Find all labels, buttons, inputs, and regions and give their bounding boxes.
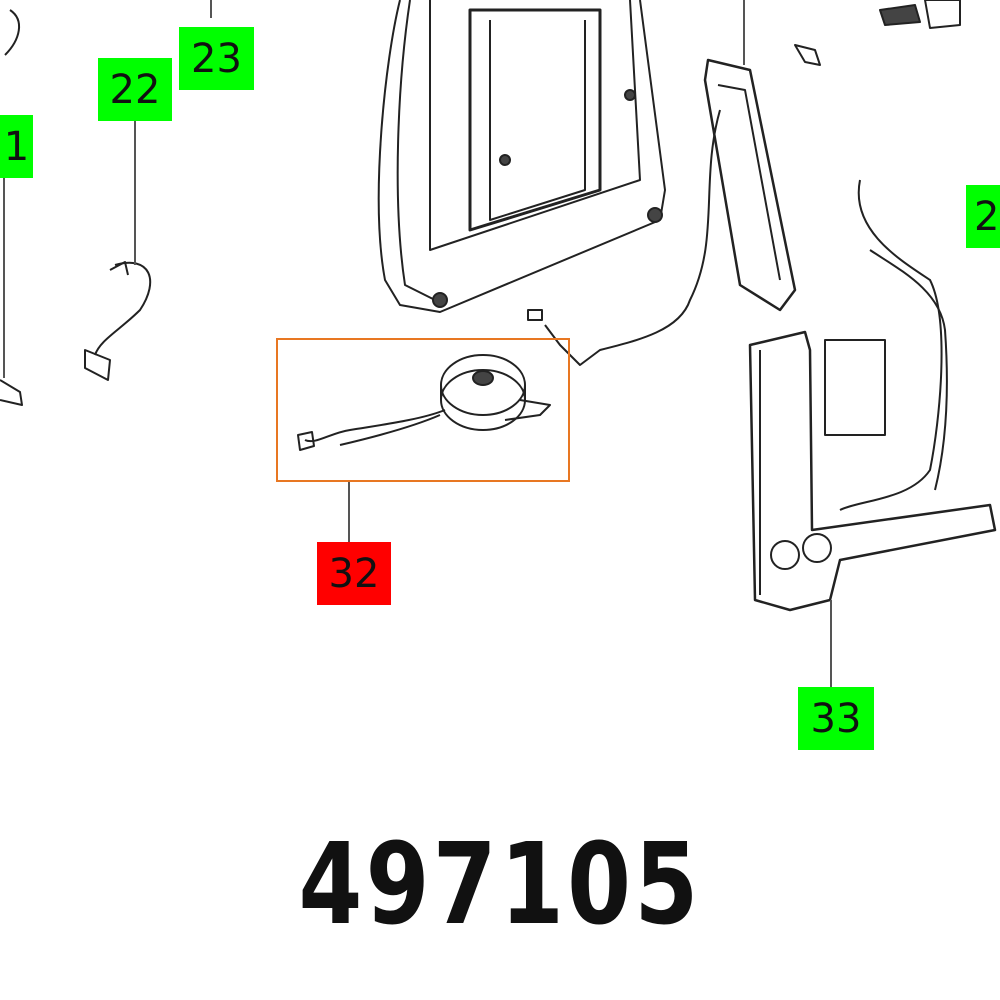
cable-part-22 bbox=[84, 261, 152, 381]
callout-21[interactable]: 1 bbox=[0, 115, 33, 178]
callout-32[interactable]: 32 bbox=[317, 542, 391, 605]
part-number: 497105 bbox=[298, 820, 702, 950]
housing-frame-part bbox=[377, 0, 666, 313]
selected-part-highlight bbox=[276, 338, 570, 482]
callout-2x[interactable]: 2 bbox=[966, 185, 1000, 248]
leader-line-33 bbox=[830, 600, 832, 687]
leader-line-board bbox=[743, 0, 745, 65]
circuit-board-part bbox=[527, 58, 797, 366]
leader-line-23 bbox=[210, 0, 212, 18]
left-parts bbox=[0, 9, 23, 406]
leader-line-32 bbox=[348, 480, 350, 542]
callout-22[interactable]: 22 bbox=[98, 58, 172, 121]
callout-33[interactable]: 33 bbox=[798, 687, 874, 750]
leader-line-21 bbox=[3, 178, 5, 378]
fan-stator-part-32 bbox=[297, 354, 551, 451]
switch-unit-part-33 bbox=[748, 179, 997, 612]
leader-line-22 bbox=[134, 121, 136, 265]
small-parts bbox=[794, 0, 961, 66]
callout-23[interactable]: 23 bbox=[179, 27, 254, 90]
